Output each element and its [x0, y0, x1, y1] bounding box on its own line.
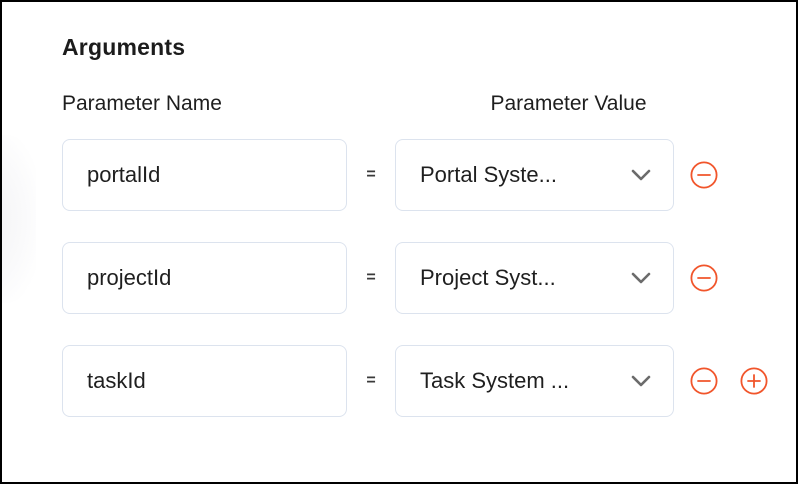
selected-value-label: Project Syst... [420, 265, 556, 290]
minus-circle-icon [690, 264, 718, 292]
equals-sign: = [366, 269, 376, 286]
chevron-down-icon [631, 375, 651, 387]
parameter-name-header: Parameter Name [62, 92, 222, 115]
parameter-value-select[interactable]: Project Syst... [395, 242, 674, 314]
parameter-name-input[interactable] [62, 345, 347, 417]
parameter-name-input[interactable] [62, 139, 347, 211]
plus-circle-icon [740, 367, 768, 395]
parameter-value-select[interactable]: Task System ... [395, 345, 674, 417]
chevron-down-icon [631, 272, 651, 284]
minus-circle-icon [690, 367, 718, 395]
remove-argument-button[interactable] [690, 264, 718, 292]
argument-row: = Project Syst... [62, 242, 718, 314]
argument-row: = Task System ... [62, 345, 768, 417]
parameter-name-input[interactable] [62, 242, 347, 314]
remove-argument-button[interactable] [690, 161, 718, 189]
equals-sign: = [366, 372, 376, 389]
section-title: Arguments [62, 34, 186, 60]
parameter-value-select[interactable]: Portal Syste... [395, 139, 674, 211]
parameter-value-header: Parameter Value [490, 92, 647, 115]
minus-circle-icon [690, 161, 718, 189]
argument-row: = Portal Syste... [62, 139, 718, 211]
remove-argument-button[interactable] [690, 367, 718, 395]
selected-value-label: Task System ... [420, 368, 570, 393]
background-artifact [2, 135, 36, 303]
selected-value-label: Portal Syste... [420, 162, 557, 187]
add-argument-button[interactable] [740, 367, 768, 395]
equals-sign: = [366, 166, 376, 183]
chevron-down-icon [631, 169, 651, 181]
